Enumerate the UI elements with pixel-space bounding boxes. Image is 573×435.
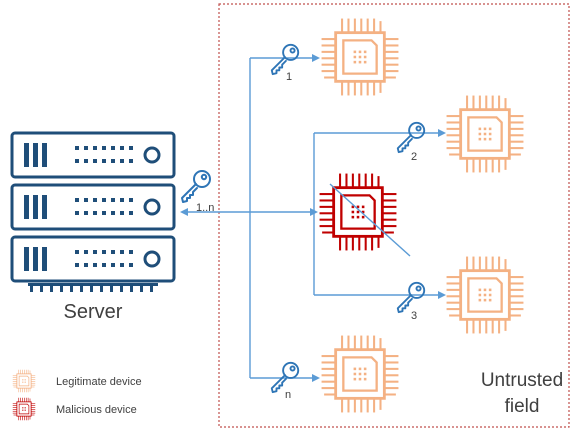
key-label-device-1: 1 [286, 71, 292, 83]
key-label-server: 1..n [196, 202, 214, 214]
connector-lines [180, 54, 446, 382]
key-icon-server [181, 170, 211, 203]
untrusted-field-boundary [218, 3, 570, 428]
legend-legitimate-chip-icon [12, 369, 36, 393]
untrusted-field-label-line1: Untrusted [481, 370, 563, 391]
key-label-device-3: 3 [411, 310, 417, 322]
server-rack-icon [10, 131, 176, 292]
legitimate-device-2-chip-icon [445, 94, 525, 174]
key-label-device-n: n [285, 389, 291, 401]
legend-malicious-chip-icon [12, 397, 36, 421]
untrusted-field-label-line2: field [505, 396, 540, 417]
key-icon-device-3 [396, 281, 426, 314]
malicious-device-strike [329, 183, 411, 257]
legend-legitimate-label: Legitimate device [56, 376, 142, 388]
key-icon-device-1 [270, 43, 300, 76]
legend-malicious-label: Malicious device [56, 404, 137, 416]
legitimate-device-n-chip-icon [320, 334, 400, 414]
key-icon-device-2 [396, 121, 426, 154]
server-label: Server [64, 301, 123, 323]
key-label-device-2: 2 [411, 151, 417, 163]
legitimate-device-3-chip-icon [445, 255, 525, 335]
legitimate-device-1-chip-icon [320, 17, 400, 97]
